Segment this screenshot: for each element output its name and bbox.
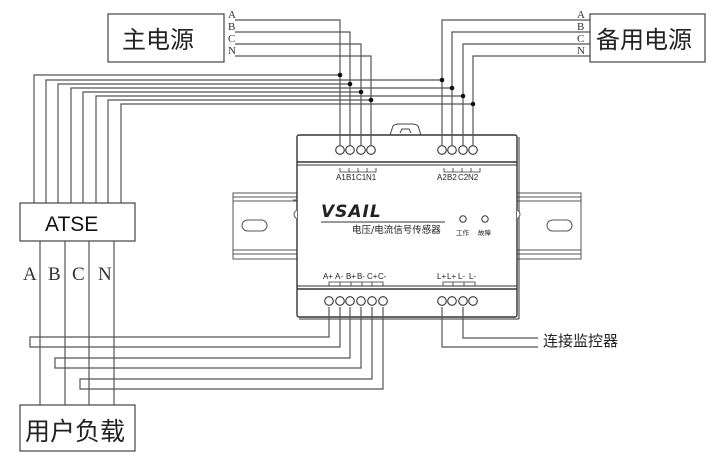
terminal-label-a-minus: A- xyxy=(335,272,343,281)
main-power-label: 主电源 xyxy=(122,26,194,54)
atse-switch: ATSE A B C N xyxy=(19,202,136,285)
indicator-label-work: 工作 xyxy=(456,228,470,237)
user-load-label: 用户负载 xyxy=(25,417,125,446)
atse-phase-c: C xyxy=(72,264,85,285)
backup-phase-n: N xyxy=(577,45,585,57)
junctions xyxy=(337,72,476,107)
bottom-terminals xyxy=(324,296,478,306)
main-power-source: 主电源 A B C N xyxy=(107,9,236,63)
terminal-label-a2: A2 xyxy=(437,173,447,182)
fault-led-icon xyxy=(481,215,489,223)
terminal-a1 xyxy=(335,145,345,155)
work-led-icon xyxy=(459,215,467,223)
terminal-label-a1: A1 xyxy=(336,173,346,182)
terminal-label-l-minus-2: L- xyxy=(469,272,476,281)
terminal-l-plus-2 xyxy=(447,296,457,306)
main-phase-b: B xyxy=(228,21,235,33)
terminal-label-b-minus: B- xyxy=(357,272,365,281)
terminal-b-plus xyxy=(345,296,355,306)
terminal-n2 xyxy=(468,145,478,155)
main-phase-n: N xyxy=(228,45,236,57)
terminal-l-minus-1 xyxy=(458,296,468,306)
device-subtitle: 电压/电流信号传感器 xyxy=(352,224,441,236)
backup-power-label: 备用电源 xyxy=(596,26,692,54)
terminal-label-a-plus: A+ xyxy=(323,272,333,281)
terminal-b-minus xyxy=(356,296,366,306)
terminal-label-c1: C1 xyxy=(356,173,367,182)
terminal-label-b-plus: B+ xyxy=(346,272,356,281)
atse-phase-b: B xyxy=(48,264,61,285)
backup-phase-a: A xyxy=(577,9,585,21)
terminal-b1 xyxy=(345,145,355,155)
wires xyxy=(29,19,590,405)
din-rail xyxy=(232,192,582,260)
top-terminals xyxy=(335,145,478,155)
terminal-label-c2: C2 xyxy=(458,173,469,182)
terminal-label-n1: N1 xyxy=(366,173,377,182)
terminal-l-minus-2 xyxy=(468,296,478,306)
terminal-c-minus xyxy=(378,296,388,306)
terminal-label-c-plus: C+ xyxy=(367,272,378,281)
atse-phase-a: A xyxy=(23,264,37,285)
indicator-label-fault: 故障 xyxy=(478,228,492,237)
terminal-a2 xyxy=(437,145,447,155)
brand-logo: VSAIL xyxy=(321,202,382,222)
main-phase-c: C xyxy=(228,33,235,45)
terminal-label-l-plus-2: L+ xyxy=(447,272,456,281)
terminal-a-plus xyxy=(324,296,334,306)
main-phase-a: A xyxy=(228,9,236,21)
user-load: 用户负载 xyxy=(19,404,136,452)
terminal-l-plus-1 xyxy=(437,296,447,306)
terminal-label-b2: B2 xyxy=(447,173,457,182)
terminal-label-c-minus: C- xyxy=(378,272,387,281)
terminal-b2 xyxy=(447,145,457,155)
backup-phase-c: C xyxy=(577,33,584,45)
terminal-n1 xyxy=(366,145,376,155)
terminal-label-l-minus-1: L- xyxy=(458,272,465,281)
terminal-a-minus xyxy=(335,296,345,306)
terminal-c2 xyxy=(458,145,468,155)
terminal-label-b1: B1 xyxy=(346,173,356,182)
monitor-connection-label: 连接监控器 xyxy=(543,332,618,350)
backup-phase-b: B xyxy=(577,21,584,33)
sensor-device: VSAIL 电压/电流信号传感器 工作 故障 A1 B1 C1 N1 A2 B2… xyxy=(293,123,521,320)
backup-power-source: 备用电源 A B C N xyxy=(577,9,706,63)
terminal-label-l-plus-1: L+ xyxy=(437,272,446,281)
atse-label: ATSE xyxy=(45,213,98,236)
atse-phase-n: N xyxy=(98,264,112,285)
terminal-c-plus xyxy=(367,296,377,306)
terminal-label-n2: N2 xyxy=(468,173,479,182)
terminal-c1 xyxy=(356,145,366,155)
